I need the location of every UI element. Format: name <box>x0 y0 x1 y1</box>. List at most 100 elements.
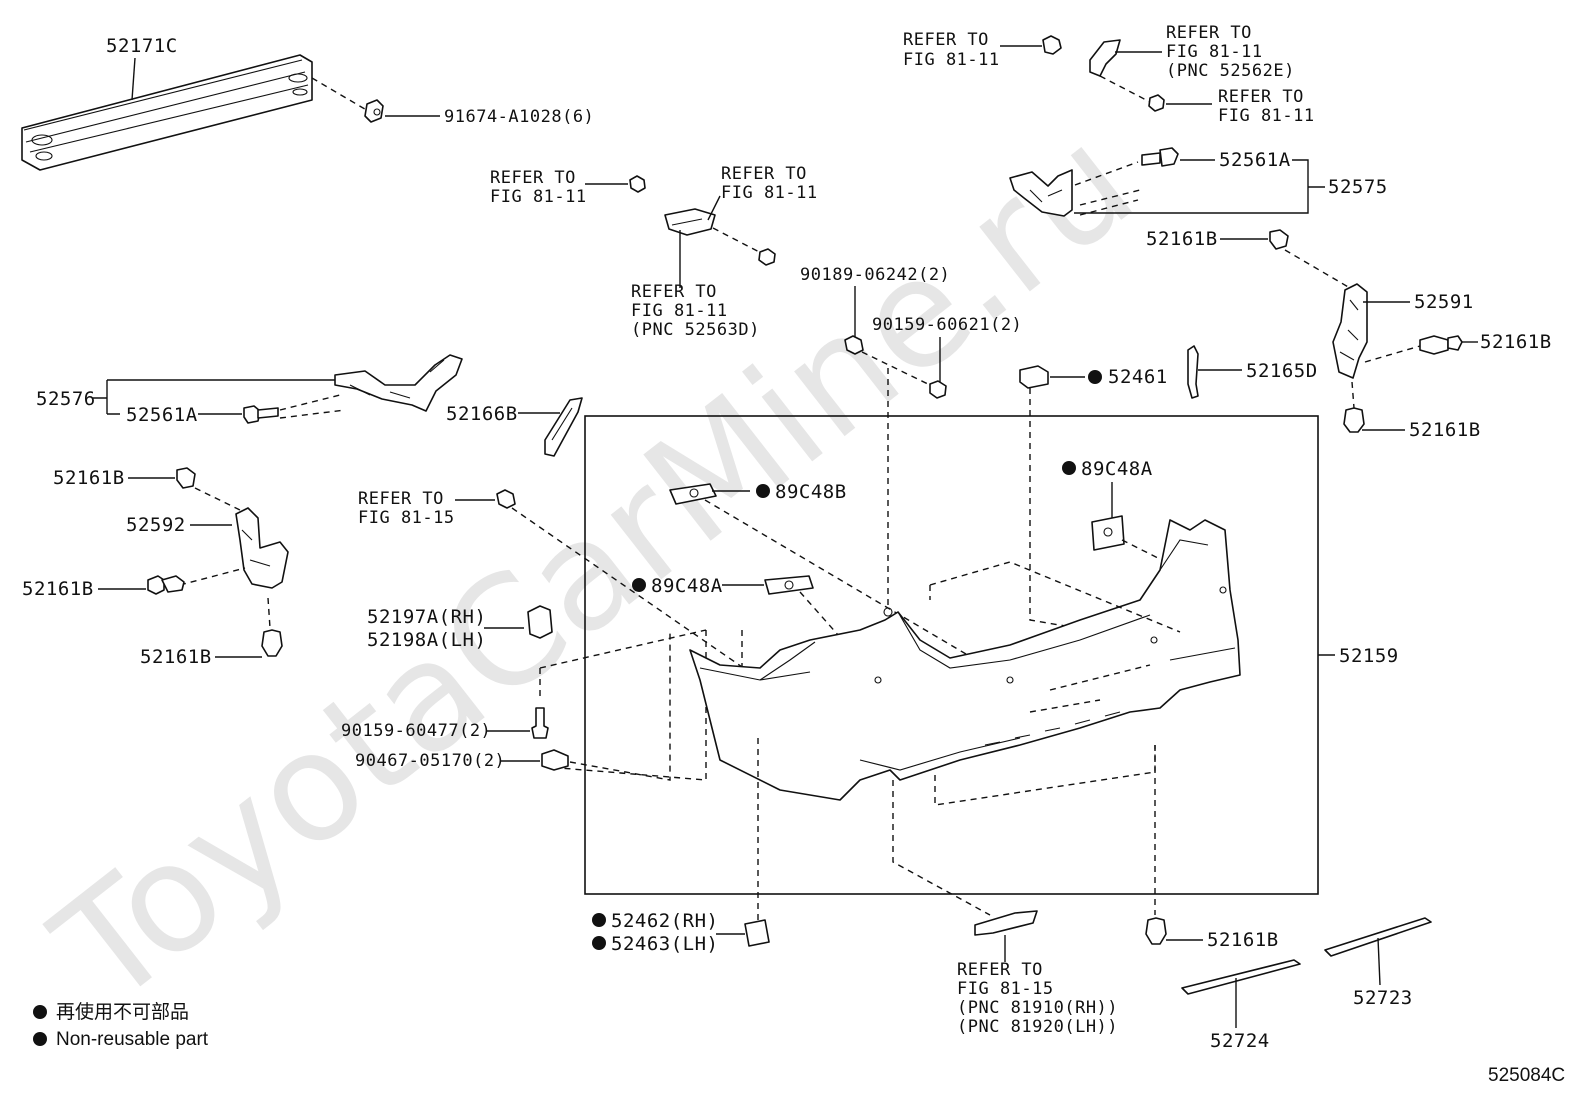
non-reusable-dot <box>592 913 606 927</box>
clip-52161B-part <box>147 575 185 595</box>
dashed-connector <box>712 227 766 256</box>
part-label-52197A: 52197A(RH) <box>367 606 486 628</box>
part-label-52161B: 52161B <box>53 467 125 489</box>
bracket-52592-part <box>235 507 289 589</box>
part-label-52592: 52592 <box>126 514 186 536</box>
dashed-connector <box>569 630 671 781</box>
dashed-connector <box>1364 345 1421 363</box>
refer-label: (PNC 81910(RH)) <box>957 998 1118 1018</box>
non-reusable-dot <box>1088 370 1102 384</box>
group-bracket-line <box>93 379 340 415</box>
part-label-52463: 52463(LH) <box>611 933 718 955</box>
part-label-52165D: 52165D <box>1246 360 1318 382</box>
part-label-52166B: 52166B <box>446 403 518 425</box>
clip-90189-part <box>844 335 864 355</box>
dashed-connector <box>1284 249 1351 289</box>
reflector-part <box>974 910 1038 936</box>
bracket-52562E-part <box>1089 39 1121 77</box>
refer-label: (PNC 52563D) <box>631 320 760 340</box>
cap-52462-part <box>744 919 770 947</box>
dashed-connector <box>1351 381 1355 409</box>
clip-52161B-part <box>1419 335 1463 355</box>
part-label-52561A: 52561A <box>126 404 198 426</box>
non-reusable-dot <box>756 484 770 498</box>
refer-label: REFER TO <box>957 960 1043 980</box>
diagram-code: 525084C <box>1488 1065 1565 1086</box>
part-label-52198A: 52198A(LH) <box>367 629 486 651</box>
part-label-89C48A: 89C48A <box>651 575 723 597</box>
bolt-part <box>364 99 384 123</box>
refer-label: REFER TO <box>1218 87 1304 107</box>
legend-text-japanese: 再使用不可部品 <box>56 1001 189 1023</box>
part-label-89C48A: 89C48A <box>1081 458 1153 480</box>
legend-dot <box>33 1032 47 1046</box>
legend-text-english: Non-reusable part <box>56 1029 209 1050</box>
dashed-connector <box>1099 75 1151 103</box>
part-label-91674-A1028: 91674-A1028(6) <box>444 107 594 127</box>
part-label-89C48B: 89C48B <box>775 481 847 503</box>
screw-90159-part <box>531 707 549 739</box>
leader-line <box>1377 937 1381 986</box>
part-label-52161B: 52161B <box>1146 228 1218 250</box>
clip-90467-part <box>541 749 569 771</box>
dashed-connector <box>892 780 991 916</box>
part-label-52576: 52576 <box>36 388 96 410</box>
leader-line <box>131 57 136 101</box>
molding-52723-part <box>1324 917 1432 957</box>
clip-52161B-part <box>1145 917 1167 945</box>
refer-label: FIG 81-11 <box>721 183 818 203</box>
clip-part <box>629 175 646 193</box>
non-reusable-dot <box>592 936 606 950</box>
refer-label: REFER TO <box>631 282 717 302</box>
dashed-connector <box>1029 664 1151 713</box>
dashed-connector <box>311 77 376 116</box>
part-label-52561A: 52561A <box>1219 149 1291 171</box>
clip-part <box>1042 35 1062 55</box>
dashed-connector <box>511 507 856 746</box>
bolt-part <box>1148 94 1165 112</box>
refer-label: REFER TO <box>903 30 989 50</box>
dashed-connector <box>279 394 346 419</box>
non-reusable-dot <box>632 578 646 592</box>
part-label-52591: 52591 <box>1414 291 1474 313</box>
bracket-89C48B-part <box>669 483 717 505</box>
cap-52461-part <box>1019 365 1049 389</box>
bolt-52561A-part <box>1141 147 1179 167</box>
rear-bumper-cover-52159 <box>689 519 1241 801</box>
bracket-89C48A-part <box>764 575 814 595</box>
refer-label: FIG 81-11 <box>1218 106 1315 126</box>
bolt-90159-part <box>929 380 947 399</box>
bolt-part <box>758 248 776 266</box>
part-label-52724: 52724 <box>1210 1030 1270 1052</box>
clip-part <box>496 489 516 509</box>
dashed-connector <box>1074 161 1141 216</box>
clip-52161B-part <box>176 467 196 489</box>
bracket-52563D-part <box>664 208 716 236</box>
part-label-90159-60477: 90159-60477(2) <box>341 721 491 741</box>
part-label-90159-60621: 90159-60621(2) <box>872 315 1022 335</box>
refer-label: FIG 81-11 <box>631 301 728 321</box>
refer-label: REFER TO <box>358 489 444 509</box>
part-label-90189-06242: 90189-06242(2) <box>800 265 950 285</box>
bracket-52575-part <box>1009 169 1073 217</box>
molding-52724-part <box>1181 959 1301 995</box>
bracket-52591-part <box>1332 283 1368 379</box>
clip-52161B-part <box>1343 407 1365 433</box>
dashed-connector <box>267 597 271 629</box>
refer-label: FIG 81-11 <box>903 50 1000 70</box>
retainer-52165D-part <box>1187 345 1199 399</box>
clip-52161B-part <box>1269 229 1289 250</box>
group-bracket-line <box>1074 159 1325 214</box>
part-label-52161B: 52161B <box>1409 419 1481 441</box>
refer-label: (PNC 52562E) <box>1166 61 1295 81</box>
bolt-52561A-part <box>243 405 279 424</box>
part-label-52171C: 52171C <box>106 35 178 57</box>
refer-label: REFER TO <box>721 164 807 184</box>
part-label-52161B: 52161B <box>140 646 212 668</box>
bracket-52576-part <box>334 354 463 412</box>
refer-label: REFER TO <box>1166 23 1252 43</box>
leader-line <box>707 195 721 221</box>
part-label-52575: 52575 <box>1328 176 1388 198</box>
refer-label: (PNC 81920(LH)) <box>957 1017 1118 1037</box>
